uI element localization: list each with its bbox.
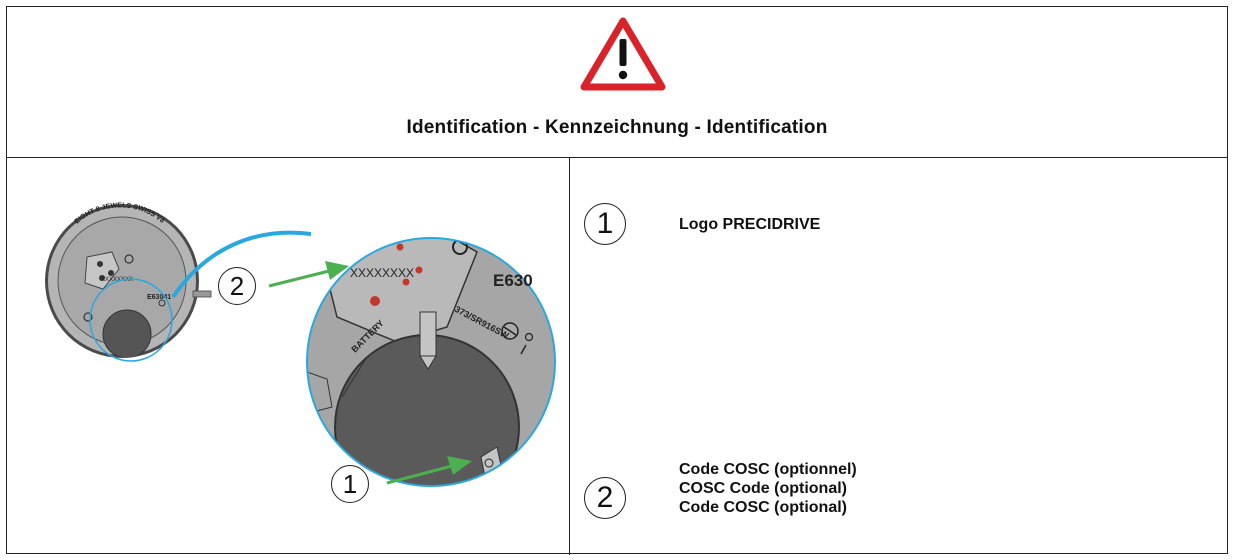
small-calibre-label: E63041 <box>147 294 171 301</box>
zoomed-movement: XXXXXXXX E630 373/SR916SW BATTERY <box>306 237 556 487</box>
legend-item-2-label: Code COSC (optionnel) COSC Code (optiona… <box>679 460 857 517</box>
legend: 1 Logo PRECIDRIVE 2 Code COSC (optionnel… <box>570 157 1228 555</box>
legend-item-1-label: Logo PRECIDRIVE <box>679 216 821 233</box>
column-divider <box>569 157 570 555</box>
document-frame: Identification - Kennzeichnung - Identif… <box>6 6 1228 555</box>
header: Identification - Kennzeichnung - Identif… <box>7 7 1227 158</box>
callout-1-marker: 1 <box>331 465 369 503</box>
calibre-label: E630 <box>493 271 533 290</box>
legend-item-2-line-fr: Code COSC (optionnel) <box>679 461 857 478</box>
legend-item-2-line-de: Code COSC (optional) <box>679 499 847 516</box>
warning-triangle-icon <box>578 15 668 95</box>
zoom-connector-line <box>171 230 312 299</box>
page-title: Identification - Kennzeichnung - Identif… <box>406 117 828 138</box>
small-engraving-code: XXXXXXXX <box>101 277 133 283</box>
movement-illustration: EIGHT 8 JEWELS SWISS V8 XXXXXXXX E63041 <box>7 157 569 555</box>
callout-2-marker: 2 <box>218 267 256 305</box>
engraving-code: XXXXXXXX <box>350 266 414 280</box>
callout-arrow-2 <box>268 261 349 288</box>
legend-item-2-number: 2 <box>584 477 626 519</box>
small-movement: EIGHT 8 JEWELS SWISS V8 XXXXXXXX E63041 <box>45 202 212 362</box>
legend-item-2-line-en: COSC Code (optional) <box>679 480 847 497</box>
legend-item-1-number: 1 <box>584 203 626 245</box>
callout-arrow-1 <box>386 456 472 485</box>
